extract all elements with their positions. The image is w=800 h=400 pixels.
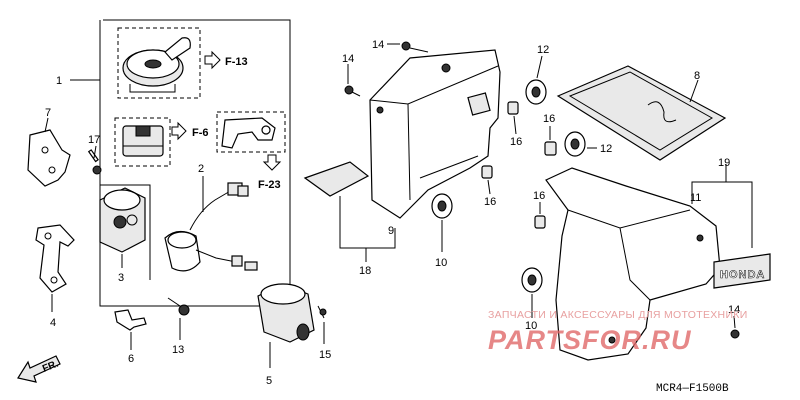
part-3-key-cylinder xyxy=(99,187,146,268)
part-15-screw xyxy=(317,305,327,344)
part-12-grommet-top xyxy=(525,55,547,105)
part-12-grommet-mid xyxy=(564,131,597,157)
ref-label-f13: F-13 xyxy=(225,56,248,68)
part-8-pad xyxy=(556,65,727,161)
callout-16-a: 16 xyxy=(510,136,522,148)
seat-lock-box xyxy=(114,117,171,167)
callout-19: 19 xyxy=(718,157,730,169)
callout-4: 4 xyxy=(50,317,56,329)
part-5-lock-cover xyxy=(257,283,315,368)
part-14-bolt-top xyxy=(387,41,429,53)
callout-16-b: 16 xyxy=(484,196,496,208)
callout-1: 1 xyxy=(56,75,62,87)
callout-16-c: 16 xyxy=(543,113,555,125)
helmet-holder-part xyxy=(221,117,276,149)
callout-8: 8 xyxy=(694,70,700,82)
part-19-emblem: HONDA xyxy=(713,253,771,289)
ignition-key-cap xyxy=(122,37,191,93)
part-13-bolt xyxy=(167,297,190,340)
part-11-side-cover xyxy=(545,164,753,361)
callout-9: 9 xyxy=(388,225,394,237)
part-14-bolt-right xyxy=(730,315,740,339)
callout-12-b: 12 xyxy=(600,143,612,155)
ref-label-f23: F-23 xyxy=(258,179,281,191)
callout-14-a: 14 xyxy=(372,39,384,51)
callout-18: 18 xyxy=(359,265,371,277)
part-16-collar-c xyxy=(544,126,557,156)
part-16-collar-a xyxy=(507,101,519,135)
part-9-inner-box xyxy=(369,49,501,219)
callout-2: 2 xyxy=(198,163,204,175)
callout-12-a: 12 xyxy=(537,44,549,56)
watermark-line-1: ЗАПЧАСТИ И АКСЕССУАРЫ ДЛЯ МОТОТЕХНИКИ xyxy=(488,309,748,321)
ref-arrow-f6 xyxy=(171,121,187,141)
part-10-grommet-b xyxy=(521,267,543,318)
part-14-bolt-left xyxy=(344,64,361,97)
part-17-bolt xyxy=(87,145,102,175)
diagram-code: MCR4—F1500B xyxy=(656,383,729,395)
callout-13: 13 xyxy=(172,344,184,356)
callout-11: 11 xyxy=(690,192,701,204)
callout-7: 7 xyxy=(45,107,51,119)
callout-17: 17 xyxy=(88,134,100,146)
callout-10-b: 10 xyxy=(525,320,537,332)
callout-6: 6 xyxy=(128,353,134,365)
helmet-holder-box xyxy=(216,111,286,153)
ref-arrow-f23 xyxy=(262,154,282,171)
part-2-ignition-switch xyxy=(164,176,258,272)
part-7-plate xyxy=(27,117,71,187)
watermark-line-2: PARTSFOR.RU xyxy=(488,325,692,355)
callout-10-a: 10 xyxy=(435,257,447,269)
callout-14-b: 14 xyxy=(342,53,354,65)
emblem-text: HONDA xyxy=(720,269,765,281)
callout-16-d: 16 xyxy=(533,190,545,202)
callout-14-c: 14 xyxy=(728,304,740,316)
callout-15: 15 xyxy=(319,349,331,361)
ref-label-f6: F-6 xyxy=(192,127,209,139)
ref-arrow-f13 xyxy=(204,50,221,70)
part-16-collar-b xyxy=(481,165,493,195)
front-direction-arrow xyxy=(17,355,61,383)
ignition-cap-box xyxy=(117,27,201,99)
part-10-grommet-a xyxy=(431,193,453,252)
seat-lock-part xyxy=(122,125,164,157)
part-4-holder xyxy=(35,224,75,312)
callout-3: 3 xyxy=(118,272,124,284)
part-16-collar-d xyxy=(534,202,546,229)
part-18-label-sheet xyxy=(303,161,396,262)
part-6-key xyxy=(114,309,147,350)
callout-5: 5 xyxy=(266,375,272,387)
